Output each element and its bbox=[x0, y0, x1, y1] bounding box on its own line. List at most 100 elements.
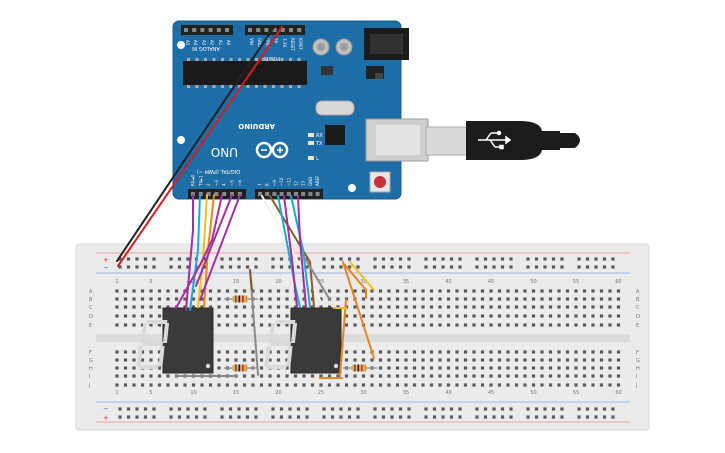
breadboard-hole[interactable] bbox=[132, 383, 136, 387]
breadboard-hole[interactable] bbox=[395, 297, 400, 301]
breadboard-hole[interactable] bbox=[463, 314, 468, 318]
breadboard-hole[interactable] bbox=[370, 323, 374, 327]
rail-hole[interactable] bbox=[611, 257, 615, 261]
breadboard-hole[interactable] bbox=[582, 383, 587, 387]
breadboard-hole[interactable] bbox=[480, 314, 485, 318]
breadboard-hole[interactable] bbox=[557, 297, 561, 301]
rail-hole[interactable] bbox=[500, 265, 505, 269]
breadboard-hole[interactable] bbox=[489, 383, 493, 387]
breadboard-hole[interactable] bbox=[421, 374, 425, 378]
breadboard-hole[interactable] bbox=[608, 305, 612, 309]
breadboard-hole[interactable] bbox=[251, 358, 255, 362]
breadboard-hole[interactable] bbox=[540, 314, 544, 318]
breadboard-hole[interactable] bbox=[438, 366, 442, 370]
breadboard-hole[interactable] bbox=[344, 383, 349, 387]
breadboard-hole[interactable] bbox=[242, 305, 247, 309]
rail-hole[interactable] bbox=[398, 407, 403, 411]
breadboard-hole[interactable] bbox=[574, 383, 578, 387]
rail-hole[interactable] bbox=[279, 415, 284, 419]
breadboard-hole[interactable] bbox=[361, 374, 366, 378]
rail-hole[interactable] bbox=[288, 415, 292, 419]
breadboard-hole[interactable] bbox=[217, 358, 221, 362]
breadboard-hole[interactable] bbox=[344, 314, 349, 318]
breadboard-hole[interactable] bbox=[463, 358, 468, 362]
breadboard-hole[interactable] bbox=[531, 297, 536, 301]
resistor[interactable] bbox=[343, 364, 377, 372]
rail-hole[interactable] bbox=[475, 257, 479, 261]
breadboard-hole[interactable] bbox=[353, 383, 357, 387]
breadboard-hole[interactable] bbox=[574, 289, 578, 293]
breadboard-hole[interactable] bbox=[378, 383, 383, 387]
breadboard-hole[interactable] bbox=[404, 350, 408, 354]
breadboard-hole[interactable] bbox=[149, 358, 153, 362]
breadboard-hole[interactable] bbox=[140, 350, 145, 354]
breadboard-hole[interactable] bbox=[506, 305, 510, 309]
rail-hole[interactable] bbox=[296, 257, 301, 261]
rail-hole[interactable] bbox=[577, 407, 581, 411]
breadboard-hole[interactable] bbox=[378, 374, 383, 378]
breadboard-hole[interactable] bbox=[268, 297, 272, 301]
breadboard-hole[interactable] bbox=[310, 374, 315, 378]
breadboard-hole[interactable] bbox=[140, 383, 145, 387]
breadboard-hole[interactable] bbox=[387, 305, 391, 309]
rail-hole[interactable] bbox=[500, 407, 505, 411]
breadboard-hole[interactable] bbox=[302, 297, 306, 301]
breadboard-hole[interactable] bbox=[421, 383, 425, 387]
header-pin[interactable] bbox=[272, 28, 277, 32]
breadboard-hole[interactable] bbox=[208, 289, 213, 293]
breadboard-hole[interactable] bbox=[115, 289, 119, 293]
rail-hole[interactable] bbox=[500, 415, 505, 419]
breadboard-hole[interactable] bbox=[242, 350, 247, 354]
header-pin[interactable] bbox=[264, 28, 269, 32]
breadboard-hole[interactable] bbox=[157, 374, 162, 378]
breadboard-hole[interactable] bbox=[429, 305, 434, 309]
breadboard-hole[interactable] bbox=[506, 366, 510, 370]
breadboard-hole[interactable] bbox=[472, 323, 476, 327]
breadboard-hole[interactable] bbox=[336, 383, 340, 387]
breadboard-hole[interactable] bbox=[132, 289, 136, 293]
breadboard-hole[interactable] bbox=[540, 358, 544, 362]
rail-hole[interactable] bbox=[322, 415, 326, 419]
rail-hole[interactable] bbox=[347, 407, 352, 411]
rail-hole[interactable] bbox=[577, 257, 581, 261]
vcc-wire[interactable] bbox=[117, 26, 283, 267]
breadboard-hole[interactable] bbox=[531, 323, 536, 327]
breadboard-hole[interactable] bbox=[582, 297, 587, 301]
breadboard-hole[interactable] bbox=[157, 383, 162, 387]
rail-hole[interactable] bbox=[296, 407, 301, 411]
breadboard-hole[interactable] bbox=[259, 323, 264, 327]
rail-hole[interactable] bbox=[322, 407, 326, 411]
breadboard-hole[interactable] bbox=[548, 314, 553, 318]
resistor[interactable] bbox=[224, 364, 258, 372]
breadboard-hole[interactable] bbox=[319, 374, 323, 378]
breadboard-hole[interactable] bbox=[140, 297, 145, 301]
breadboard-hole[interactable] bbox=[412, 374, 417, 378]
breadboard-hole[interactable] bbox=[370, 297, 374, 301]
breadboard-hole[interactable] bbox=[574, 358, 578, 362]
breadboard-hole[interactable] bbox=[608, 358, 612, 362]
breadboard-hole[interactable] bbox=[438, 374, 442, 378]
rail-hole[interactable] bbox=[534, 265, 539, 269]
rail-hole[interactable] bbox=[432, 407, 437, 411]
breadboard-hole[interactable] bbox=[395, 383, 400, 387]
rail-hole[interactable] bbox=[203, 415, 207, 419]
breadboard-hole[interactable] bbox=[293, 305, 298, 309]
breadboard-hole[interactable] bbox=[582, 289, 587, 293]
breadboard-hole[interactable] bbox=[514, 323, 519, 327]
breadboard-hole[interactable] bbox=[421, 314, 425, 318]
rail-hole[interactable] bbox=[458, 257, 462, 261]
breadboard-hole[interactable] bbox=[489, 314, 493, 318]
rail-hole[interactable] bbox=[381, 265, 386, 269]
rail-hole[interactable] bbox=[509, 265, 513, 269]
breadboard-hole[interactable] bbox=[497, 358, 502, 362]
gnd-wire[interactable] bbox=[116, 26, 275, 262]
breadboard-hole[interactable] bbox=[217, 323, 221, 327]
breadboard-hole[interactable] bbox=[327, 305, 332, 309]
rail-hole[interactable] bbox=[220, 407, 224, 411]
rail-hole[interactable] bbox=[594, 257, 598, 261]
breadboard-hole[interactable] bbox=[412, 297, 417, 301]
rail-hole[interactable] bbox=[169, 257, 173, 261]
breadboard-hole[interactable] bbox=[565, 305, 570, 309]
breadboard-hole[interactable] bbox=[412, 366, 417, 370]
breadboard-hole[interactable] bbox=[353, 305, 357, 309]
